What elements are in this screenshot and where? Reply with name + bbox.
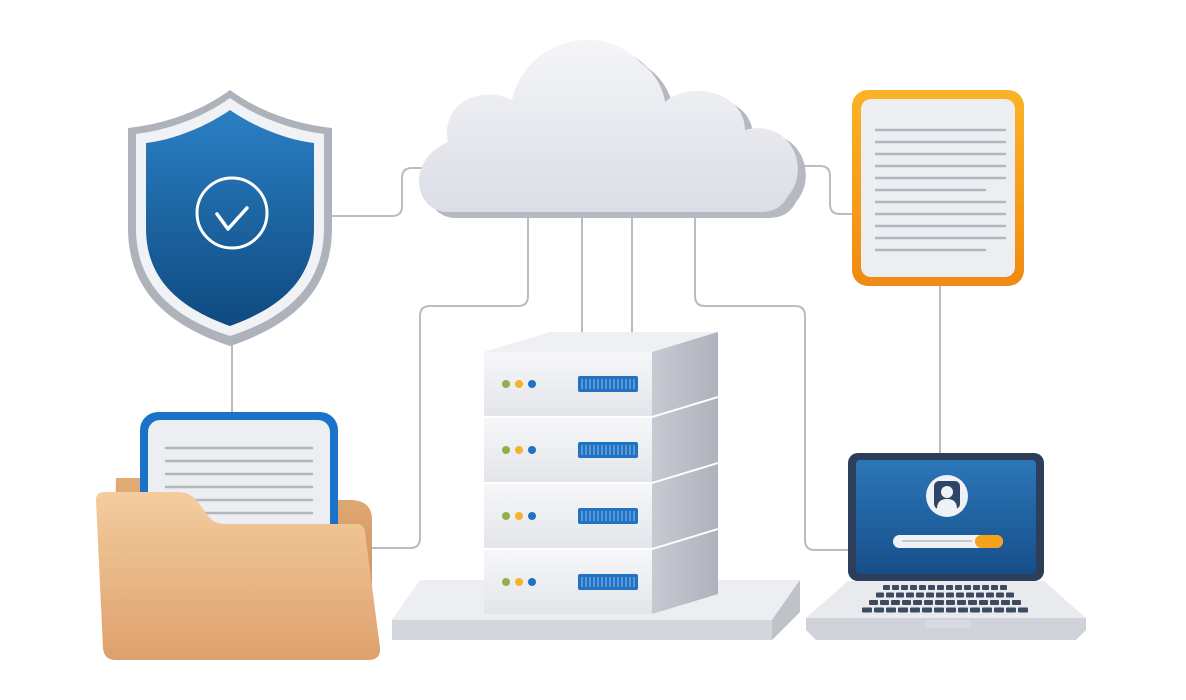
server-unit bbox=[484, 464, 718, 548]
keyboard-icon bbox=[862, 585, 1028, 613]
keyboard-key bbox=[973, 585, 980, 590]
keyboard-key bbox=[935, 600, 944, 605]
document-text-lines bbox=[874, 128, 1007, 252]
keyboard-key bbox=[1018, 607, 1028, 613]
keyboard-key bbox=[982, 607, 992, 613]
keyboard-key bbox=[970, 607, 980, 613]
status-led-blue bbox=[528, 380, 536, 388]
keyboard-key bbox=[1006, 607, 1016, 613]
check-circle-icon bbox=[195, 176, 269, 250]
keyboard-key bbox=[913, 600, 922, 605]
server-unit-side bbox=[652, 530, 718, 614]
keyboard-key bbox=[991, 585, 998, 590]
keyboard-key bbox=[928, 585, 935, 590]
keyboard-key bbox=[990, 600, 999, 605]
shield-check-icon bbox=[128, 90, 332, 346]
status-led-blue bbox=[528, 512, 536, 520]
keyboard-key bbox=[979, 600, 988, 605]
keyboard-key bbox=[1001, 600, 1010, 605]
server-port bbox=[578, 574, 638, 590]
keyboard-key bbox=[946, 600, 955, 605]
server-top-face bbox=[484, 332, 718, 352]
status-led-green bbox=[502, 446, 510, 454]
keyboard-key bbox=[946, 592, 954, 598]
keyboard-key bbox=[1000, 585, 1007, 590]
keyboard-key bbox=[958, 607, 968, 613]
keyboard-key bbox=[862, 607, 872, 613]
keyboard-key bbox=[901, 585, 908, 590]
keyboard-key bbox=[946, 607, 956, 613]
keyboard-key bbox=[976, 592, 984, 598]
server-unit-side bbox=[652, 332, 718, 416]
status-led-yellow bbox=[515, 578, 523, 586]
server-unit-side bbox=[652, 464, 718, 548]
keyboard-key bbox=[910, 585, 917, 590]
server-port bbox=[578, 442, 638, 458]
keyboard-key bbox=[883, 585, 890, 590]
keyboard-key bbox=[966, 592, 974, 598]
trackpad bbox=[925, 620, 971, 628]
server-port bbox=[578, 508, 638, 524]
keyboard-key bbox=[869, 600, 878, 605]
keyboard-key bbox=[916, 592, 924, 598]
server-unit bbox=[484, 398, 718, 482]
checkmark-icon bbox=[215, 206, 249, 231]
server-unit bbox=[484, 530, 718, 614]
keyboard-key bbox=[936, 592, 944, 598]
keyboard-key bbox=[922, 607, 932, 613]
connector-cloud-document bbox=[800, 165, 852, 215]
server-unit bbox=[484, 332, 718, 416]
status-led-green bbox=[502, 380, 510, 388]
keyboard-key bbox=[986, 592, 994, 598]
status-led-blue bbox=[528, 446, 536, 454]
keyboard-key bbox=[880, 600, 889, 605]
keyboard-key bbox=[957, 600, 966, 605]
status-led-green bbox=[502, 512, 510, 520]
status-led-yellow bbox=[515, 446, 523, 454]
keyboard-key bbox=[886, 592, 894, 598]
keyboard-key bbox=[982, 585, 989, 590]
connector-lines bbox=[231, 165, 941, 551]
keyboard-key bbox=[1012, 600, 1021, 605]
keyboard-key bbox=[892, 585, 899, 590]
keyboard-key bbox=[964, 585, 971, 590]
keyboard-key bbox=[910, 607, 920, 613]
keyboard-key bbox=[891, 600, 900, 605]
keyboard-key bbox=[996, 592, 1004, 598]
status-led-yellow bbox=[515, 512, 523, 520]
keyboard-key bbox=[956, 592, 964, 598]
keyboard-key bbox=[886, 607, 896, 613]
keyboard-key bbox=[876, 592, 884, 598]
keyboard-key bbox=[898, 607, 908, 613]
server-port bbox=[578, 376, 638, 392]
keyboard-key bbox=[896, 592, 904, 598]
keyboard-key bbox=[934, 607, 944, 613]
login-input-bar-accent bbox=[975, 535, 1003, 548]
status-led-blue bbox=[528, 578, 536, 586]
connector-cloud-folder bbox=[372, 218, 529, 549]
connector-cloud-shield bbox=[332, 167, 440, 217]
connector-cloud-laptop bbox=[694, 218, 852, 551]
keyboard-key bbox=[874, 607, 884, 613]
cloud-icon bbox=[419, 39, 806, 218]
server-rack-icon bbox=[484, 332, 718, 614]
status-led-green bbox=[502, 578, 510, 586]
keyboard-key bbox=[919, 585, 926, 590]
keyboard-key bbox=[924, 600, 933, 605]
server-unit-side bbox=[652, 398, 718, 482]
keyboard-key bbox=[1006, 592, 1014, 598]
keyboard-key bbox=[902, 600, 911, 605]
document-icon bbox=[852, 90, 1024, 286]
keyboard-key bbox=[937, 585, 944, 590]
keyboard-key bbox=[926, 592, 934, 598]
keyboard-key bbox=[906, 592, 914, 598]
keyboard-key bbox=[955, 585, 962, 590]
status-led-yellow bbox=[515, 380, 523, 388]
laptop-login-icon bbox=[806, 453, 1086, 640]
folder-document-icon bbox=[96, 412, 381, 660]
keyboard-key bbox=[946, 585, 953, 590]
keyboard-key bbox=[994, 607, 1004, 613]
keyboard-key bbox=[968, 600, 977, 605]
